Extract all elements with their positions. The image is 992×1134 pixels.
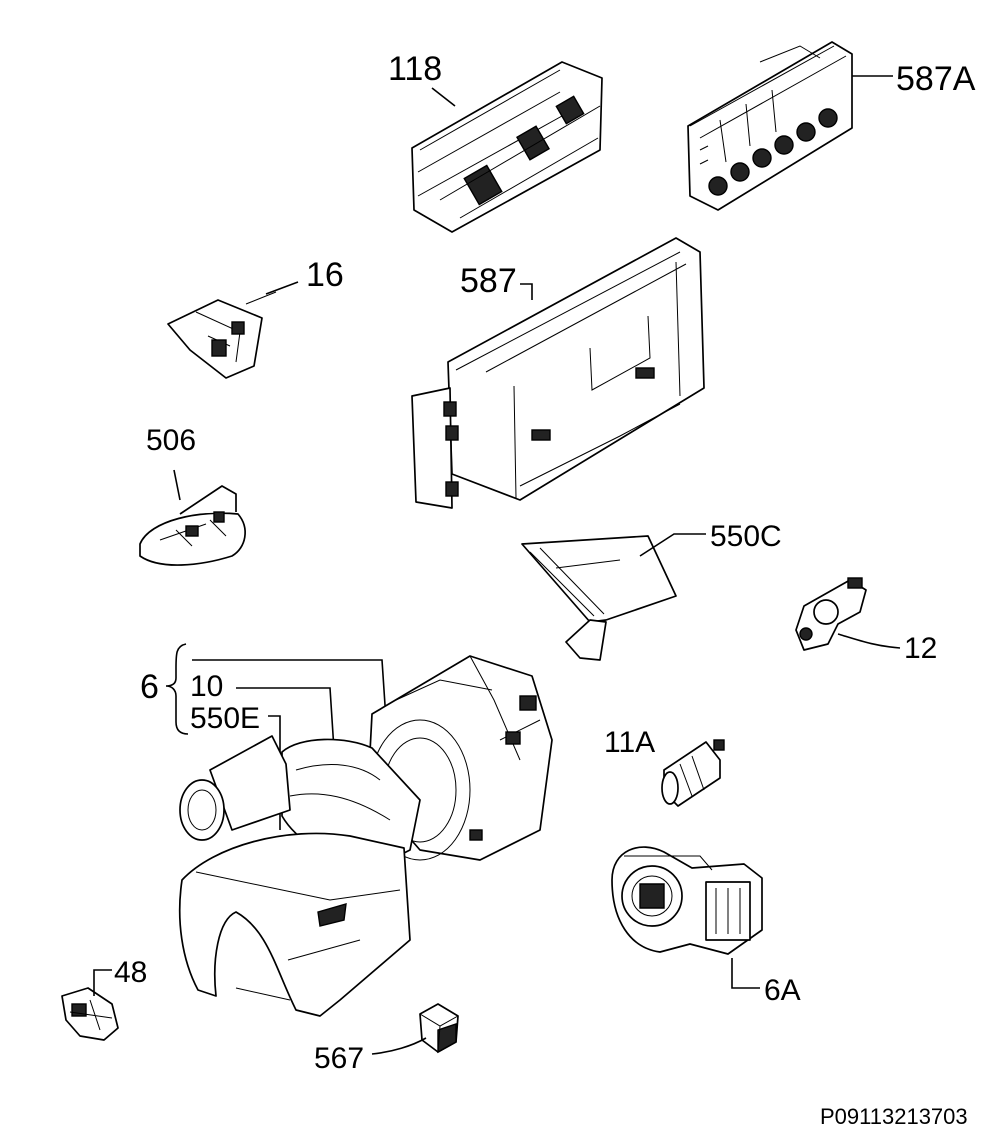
leader-550C <box>639 533 706 557</box>
label-587: 587 <box>460 262 517 300</box>
diagram-reference-number: P09113213703 <box>820 1104 968 1129</box>
leader-48 <box>93 969 112 996</box>
label-11A: 11A <box>604 726 655 759</box>
leader-587 <box>520 283 533 300</box>
leader-118 <box>431 87 456 107</box>
group-bracket-6 <box>165 643 189 735</box>
part-567-block[interactable] <box>419 1003 459 1054</box>
part-587A-electronic-module[interactable] <box>687 41 853 211</box>
leader-10 <box>236 687 335 751</box>
label-118: 118 <box>388 50 442 88</box>
label-6A: 6A <box>764 974 801 1007</box>
part-550C-cover[interactable] <box>521 535 677 661</box>
label-16: 16 <box>306 256 344 294</box>
leader-506 <box>173 469 181 501</box>
label-506: 506 <box>146 424 196 457</box>
leader-16 <box>265 281 299 295</box>
label-6: 6 <box>140 668 159 706</box>
part-587-main-control-unit[interactable] <box>411 237 705 509</box>
part-16-door-lock[interactable] <box>167 291 277 379</box>
part-12-valve[interactable] <box>795 577 867 651</box>
part-506-sensor[interactable] <box>139 485 246 566</box>
leader-567 <box>371 1037 427 1055</box>
label-567: 567 <box>314 1042 364 1075</box>
part-118-control-board[interactable] <box>411 61 603 233</box>
leader-12 <box>837 633 901 649</box>
leader-6 <box>192 659 387 721</box>
label-12: 12 <box>904 632 937 665</box>
part-11A-motor[interactable] <box>661 739 725 807</box>
label-10: 10 <box>190 670 223 703</box>
label-550C: 550C <box>710 520 782 553</box>
label-550E: 550E <box>190 702 260 735</box>
label-587A: 587A <box>896 60 976 98</box>
leader-6A <box>731 958 760 989</box>
label-48: 48 <box>114 956 147 989</box>
part-6-circulation-pump-assembly[interactable] <box>178 655 553 1017</box>
part-48-switch[interactable] <box>61 987 119 1041</box>
part-6A-drain-pump[interactable] <box>611 846 763 955</box>
